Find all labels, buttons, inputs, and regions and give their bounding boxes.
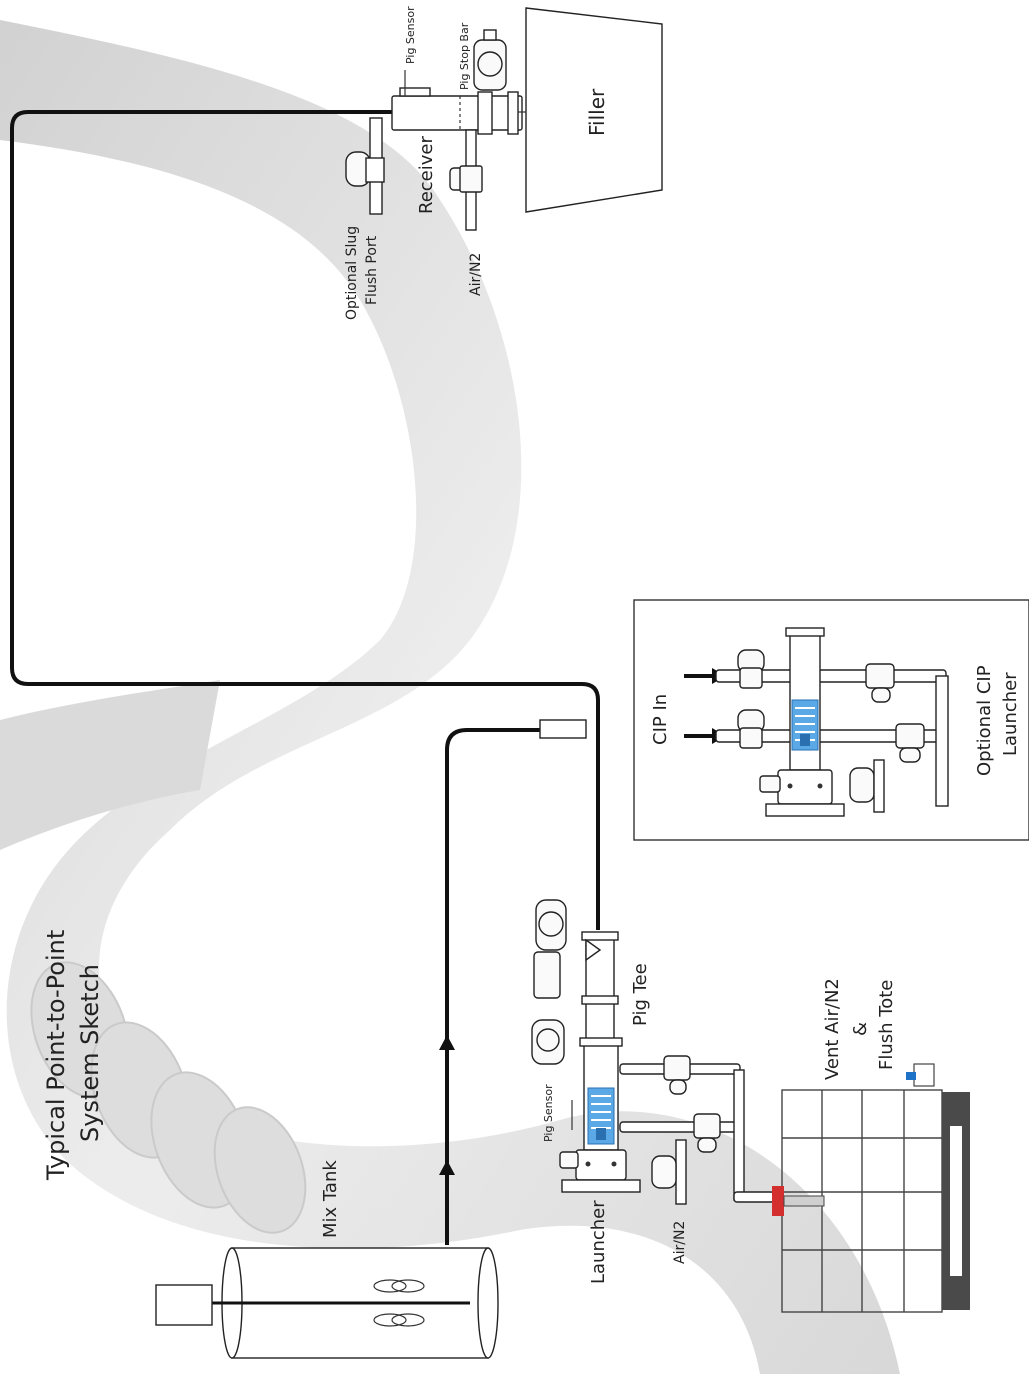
receiver-assembly [345,29,523,231]
receiver-air-valve [449,129,483,231]
label-pig-sensor-bottom: Pig Sensor [542,1084,555,1142]
label-vent-2: & [850,1022,871,1036]
mixer-impeller [373,1279,425,1327]
label-optional-slug-1: Optional Slug [344,226,360,320]
label-pig-tee: Pig Tee [630,963,651,1026]
label-vent-1: Vent Air/N2 [822,978,843,1080]
product-line [10,110,600,1245]
label-optional-cip-1: Optional CIP [974,665,995,776]
title-line1: Typical Point-to-Point [42,930,70,1181]
filler-hopper [525,7,663,213]
label-optional-slug-2: Flush Port [364,235,380,305]
label-receiver: Receiver [416,136,437,214]
label-launcher: Launcher [588,1200,609,1284]
mixer-motor [155,1284,213,1326]
label-pig-sensor-top: Pig Sensor [404,6,417,64]
label-optional-cip-2: Launcher [1000,672,1021,756]
label-pig-stop-bar: Pig Stop Bar [458,22,471,90]
label-air-n2-bottom: Air/N2 [672,1221,688,1264]
cip-inset [633,599,1029,841]
slug-flush-port [345,117,385,215]
mix-tank [155,1247,499,1359]
title-line2: System Sketch [76,964,104,1142]
label-vent-3: Flush Tote [876,980,897,1070]
background-pig-pipe [0,20,900,1374]
receiver-body [391,95,523,131]
flow-arrow-2 [439,1035,455,1050]
label-cip-in: CIP In [650,694,671,745]
launcher-assembly [531,719,775,1205]
tote-vent-cap [913,1063,935,1087]
pig-stop-bar-actuator [473,29,507,91]
tote-drain-valve [772,1186,784,1216]
label-filler: Filler [585,88,609,136]
label-air-n2-top: Air/N2 [468,253,484,296]
label-mix-tank: Mix Tank [320,1160,341,1238]
flush-tote [772,1063,970,1313]
flow-arrow-1 [439,1160,455,1175]
